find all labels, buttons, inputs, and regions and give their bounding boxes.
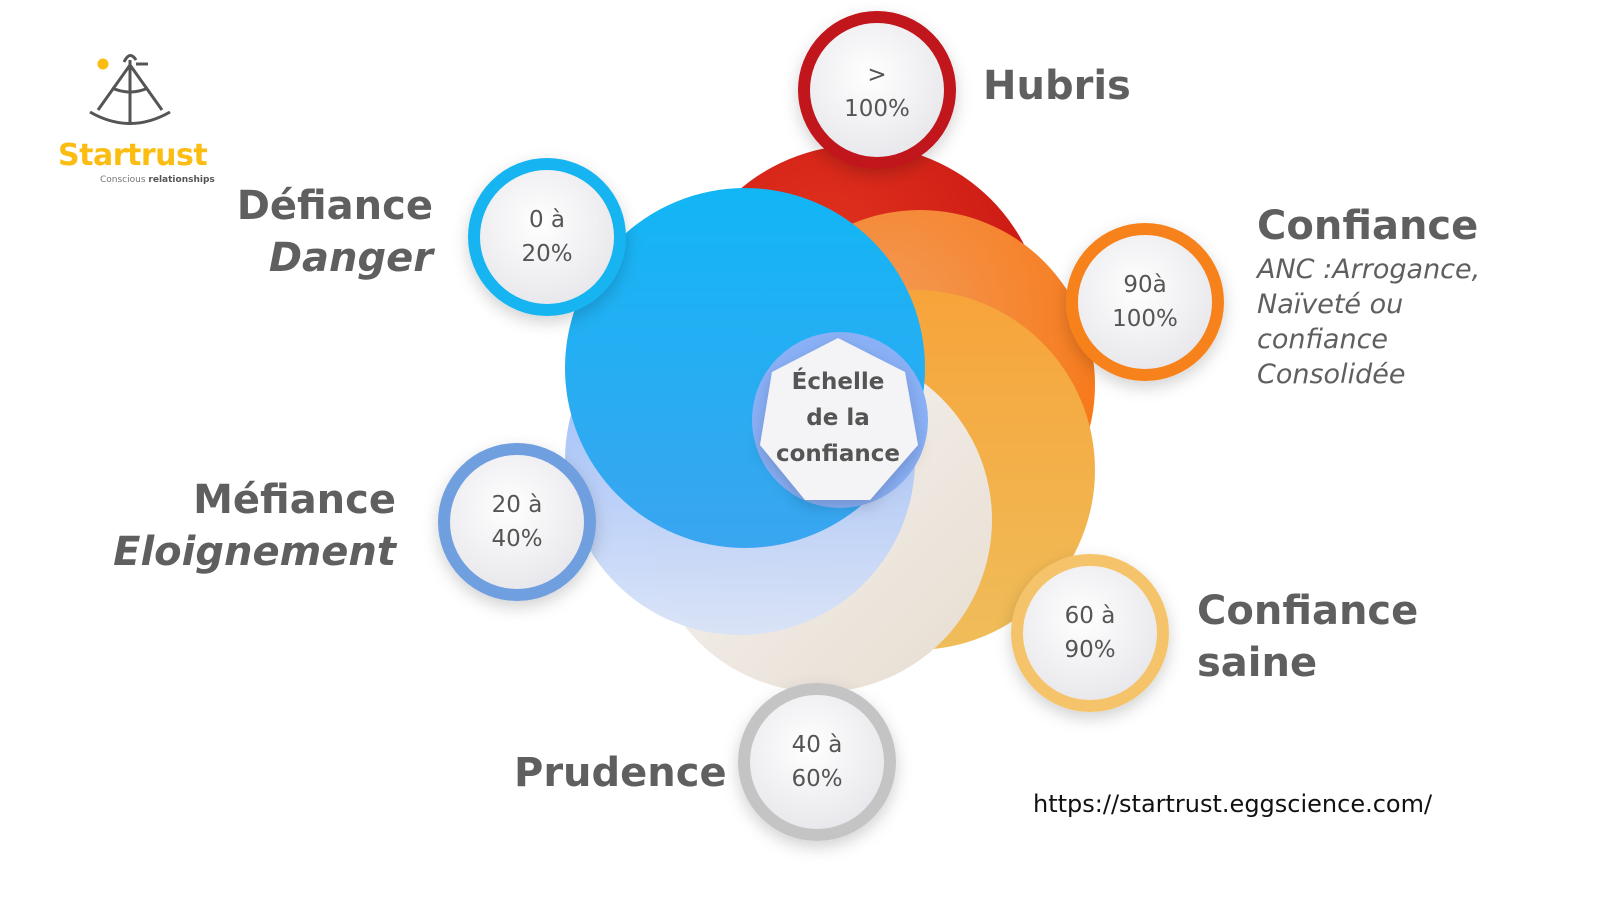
label-title: saine (1197, 640, 1318, 686)
range-line: 90à (1123, 272, 1167, 298)
desc-line: ANC :Arrogance, (1257, 254, 1481, 285)
node-ring-defiance (468, 158, 626, 316)
nodes (438, 11, 1224, 841)
center-title: Échelle de la confiance (758, 364, 918, 472)
range-line: 90% (1064, 637, 1116, 663)
range-line: 60% (791, 766, 843, 792)
range-line: 100% (844, 96, 910, 122)
node-ring-prudence (738, 683, 896, 841)
label-subtitle: Eloignement (113, 529, 396, 575)
node-confiance: 90à 100% (1085, 268, 1205, 336)
node-ring-confiance (1066, 223, 1224, 381)
desc-line: Consolidée (1257, 359, 1406, 390)
tagline-bold: relationships (148, 175, 215, 185)
range-line: 40 à (791, 732, 843, 758)
node-ring-confiance-saine (1011, 554, 1169, 712)
node-ring-mefiance (438, 443, 596, 601)
label-hubris: Hubris (983, 63, 1131, 109)
center-line: confiance (776, 441, 900, 467)
logo-icon (89, 54, 171, 125)
label-prudence: Prudence (514, 750, 727, 796)
label-confiance-saine: Confiance saine (1197, 585, 1418, 689)
label-title: Confiance (1197, 588, 1419, 634)
center-line: de la (806, 405, 870, 431)
label-confiance: Confiance (1257, 203, 1479, 249)
logo-wordmark: Startrust (58, 138, 208, 173)
center-hexagon (760, 338, 918, 500)
node-confiance-saine: 60 à 90% (1030, 599, 1150, 667)
range-line: 60 à (1064, 603, 1116, 629)
desc-line: confiance (1257, 324, 1389, 355)
range-line: 20% (521, 241, 573, 267)
logo-tagline: Conscious relationships (100, 175, 215, 185)
website-link[interactable]: https://startrust.eggscience.com/ (1033, 790, 1433, 818)
range-line: 100% (1112, 306, 1178, 332)
desc-line: Naïveté ou (1257, 289, 1404, 320)
node-ring-hubris (798, 11, 956, 169)
range-line: 20 à (491, 492, 543, 518)
label-title: Défiance (236, 183, 433, 229)
range-line: > (867, 62, 887, 88)
node-prudence: 40 à 60% (757, 728, 877, 796)
label-title: Méfiance (193, 477, 396, 523)
node-mefiance: 20 à 40% (457, 488, 577, 556)
center-line: Échelle (791, 369, 885, 395)
label-subtitle: Danger (268, 235, 433, 281)
range-line: 0 à (528, 207, 566, 233)
range-line: 40% (491, 526, 543, 552)
node-hubris: >100% (817, 58, 937, 126)
tagline-prefix: Conscious (100, 175, 146, 185)
